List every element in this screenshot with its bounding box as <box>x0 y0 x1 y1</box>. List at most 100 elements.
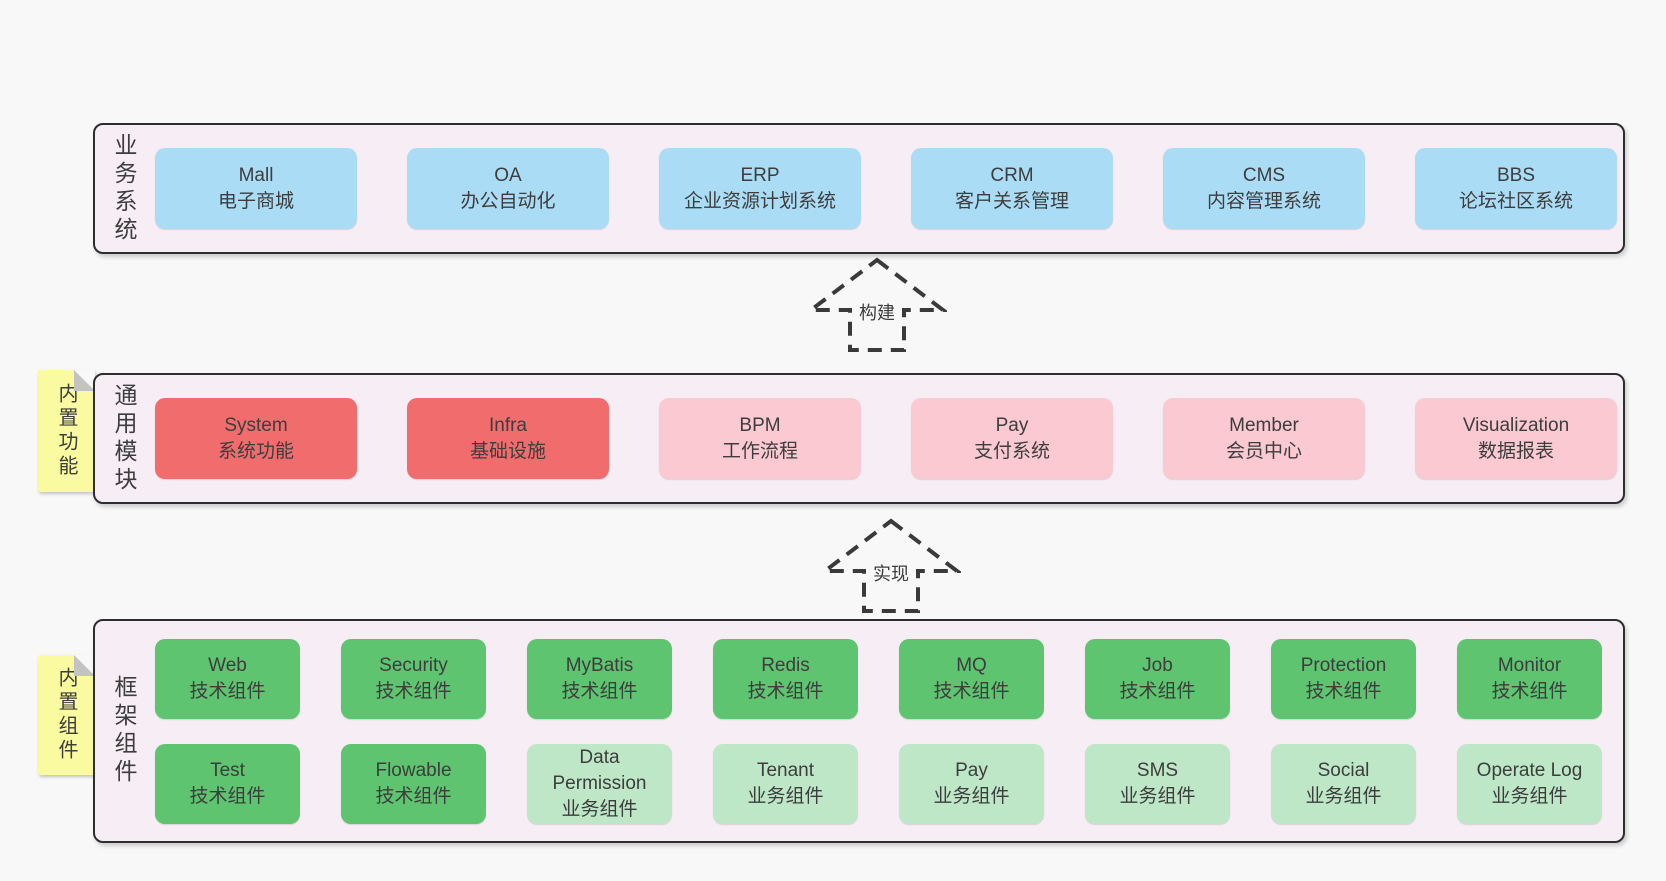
box-name: Infra <box>488 414 528 436</box>
box-subtitle: 电子商城 <box>217 190 294 212</box>
box-name: Member <box>1229 414 1299 436</box>
box-name: Pay <box>995 414 1029 436</box>
box-subtitle: 会员中心 <box>1225 440 1302 462</box>
note-text: 内置组件 <box>55 667 77 763</box>
box-name: Flowable <box>375 760 452 781</box>
box-subtitle: 业务组件 <box>1491 786 1568 807</box>
panel-framework-components: 框架组件 Web 技术组件 Security 技术组件 MyBatis 技术组件… <box>93 619 1625 843</box>
box-name: Monitor <box>1497 655 1562 676</box>
box-subtitle: 企业资源计划系统 <box>683 190 836 212</box>
box-operate-log: Operate Log 业务组件 <box>1457 744 1602 824</box>
box-subtitle: 技术组件 <box>561 681 638 702</box>
box-subtitle: 内容管理系统 <box>1206 190 1321 212</box>
arrow-label: 构建 <box>856 298 898 326</box>
arrow-label: 实现 <box>870 559 912 587</box>
box-subtitle: 技术组件 <box>1119 681 1196 702</box>
box-name: Pay <box>955 760 988 781</box>
box-name: SMS <box>1136 760 1179 781</box>
box-name: Visualization <box>1462 414 1570 436</box>
box-subtitle: 办公自动化 <box>460 190 556 212</box>
box-name: System <box>224 414 288 436</box>
box-subtitle: 技术组件 <box>375 681 452 702</box>
box-subtitle: 技术组件 <box>375 786 452 807</box>
box-name: MyBatis <box>565 655 634 676</box>
box-monitor: Monitor 技术组件 <box>1457 639 1602 719</box>
box-subtitle: 客户关系管理 <box>954 190 1069 212</box>
box-name: MQ <box>956 655 987 676</box>
box-name: Protection <box>1300 655 1387 676</box>
box-flowable: Flowable 技术组件 <box>341 744 486 824</box>
box-mq: MQ 技术组件 <box>899 639 1044 719</box>
box-visualization: Visualization 数据报表 <box>1415 398 1617 479</box>
box-name: Mall <box>238 164 274 186</box>
box-subtitle: 技术组件 <box>1305 681 1382 702</box>
dashed-up-arrow-icon <box>807 257 947 352</box>
panel-label-framework-components: 框架组件 <box>111 675 137 787</box>
arrow-implement: 实现 <box>821 518 961 614</box>
sticky-note-built-in-components: 内置组件 <box>38 655 95 775</box>
box-pay-component: Pay 业务组件 <box>899 744 1044 824</box>
box-name: Data Permission <box>552 747 647 794</box>
sticky-note-built-in-features: 内置功能 <box>38 370 95 492</box>
box-tenant: Tenant 业务组件 <box>713 744 858 824</box>
common-modules-row: System 系统功能 Infra 基础设施 BPM 工作流程 Pay 支付系统… <box>155 375 1617 502</box>
arrow-build: 构建 <box>807 257 947 353</box>
box-bbs: BBS 论坛社区系统 <box>1415 148 1617 229</box>
box-member: Member 会员中心 <box>1163 398 1365 479</box>
box-sms: SMS 业务组件 <box>1085 744 1230 824</box>
box-test: Test 技术组件 <box>155 744 300 824</box>
framework-components-grid: Web 技术组件 Security 技术组件 MyBatis 技术组件 Redi… <box>155 639 1602 824</box>
panel-common-modules: 通用模块 System 系统功能 Infra 基础设施 BPM 工作流程 Pay… <box>93 373 1625 504</box>
box-subtitle: 技术组件 <box>189 786 266 807</box>
box-subtitle: 基础设施 <box>469 440 546 462</box>
box-name: Tenant <box>756 760 815 781</box>
box-infra: Infra 基础设施 <box>407 398 609 479</box>
box-subtitle: 业务组件 <box>933 786 1010 807</box>
box-name: BPM <box>739 414 781 436</box>
box-name: Test <box>210 760 245 781</box>
box-mall: Mall 电子商城 <box>155 148 357 229</box>
box-subtitle: 业务组件 <box>561 799 638 820</box>
box-subtitle: 技术组件 <box>189 681 266 702</box>
box-crm: CRM 客户关系管理 <box>911 148 1113 229</box>
box-name: Security <box>379 655 448 676</box>
box-subtitle: 业务组件 <box>747 786 824 807</box>
box-cms: CMS 内容管理系统 <box>1163 148 1365 229</box>
box-subtitle: 系统功能 <box>217 440 294 462</box>
box-erp: ERP 企业资源计划系统 <box>659 148 861 229</box>
box-subtitle: 数据报表 <box>1477 440 1554 462</box>
box-mybatis: MyBatis 技术组件 <box>527 639 672 719</box>
panel-label-business-systems: 业务系统 <box>111 132 137 245</box>
box-name: Job <box>1142 655 1173 676</box>
box-pay-module: Pay 支付系统 <box>911 398 1113 479</box>
box-security: Security 技术组件 <box>341 639 486 719</box>
box-subtitle: 论坛社区系统 <box>1458 190 1573 212</box>
box-web: Web 技术组件 <box>155 639 300 719</box>
box-name: BBS <box>1496 164 1536 186</box>
business-systems-row: Mall 电子商城 OA 办公自动化 ERP 企业资源计划系统 CRM 客户关系… <box>155 125 1617 252</box>
box-system: System 系统功能 <box>155 398 357 479</box>
box-bpm: BPM 工作流程 <box>659 398 861 479</box>
box-redis: Redis 技术组件 <box>713 639 858 719</box>
box-name: ERP <box>740 164 780 186</box>
box-name: Social <box>1317 760 1370 781</box>
box-subtitle: 技术组件 <box>1491 681 1568 702</box>
box-protection: Protection 技术组件 <box>1271 639 1416 719</box>
dashed-up-arrow-icon <box>821 518 961 613</box>
note-text: 内置功能 <box>55 383 77 479</box>
box-subtitle: 工作流程 <box>721 440 798 462</box>
box-social: Social 业务组件 <box>1271 744 1416 824</box>
box-job: Job 技术组件 <box>1085 639 1230 719</box>
box-subtitle: 业务组件 <box>1305 786 1382 807</box>
box-name: Web <box>208 655 247 676</box>
box-name: Redis <box>761 655 810 676</box>
box-subtitle: 支付系统 <box>973 440 1050 462</box>
panel-business-systems: 业务系统 Mall 电子商城 OA 办公自动化 ERP 企业资源计划系统 CRM… <box>93 123 1625 254</box>
box-name: OA <box>494 164 522 186</box>
box-subtitle: 技术组件 <box>747 681 824 702</box>
box-subtitle: 技术组件 <box>933 681 1010 702</box>
box-name: Operate Log <box>1476 760 1583 781</box>
panel-label-common-modules: 通用模块 <box>111 382 137 495</box>
box-oa: OA 办公自动化 <box>407 148 609 229</box>
